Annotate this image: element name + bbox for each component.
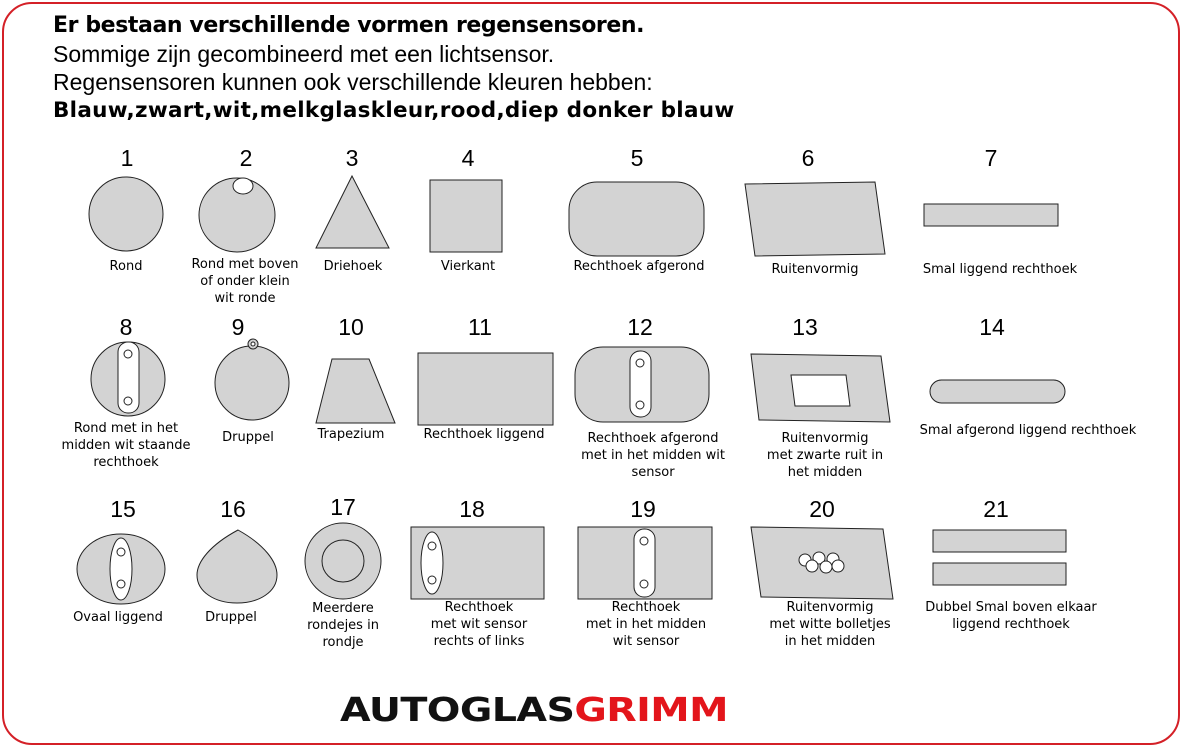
shape-number-1: 1 — [120, 145, 134, 171]
shape-caption-18: Rechthoek met wit sensor rechts of links — [430, 600, 528, 649]
heading-line-2: Sommige zijn gecombineerd met een lichts… — [53, 41, 555, 67]
heading-line-1: Er bestaan verschillende vormen regensen… — [53, 13, 645, 38]
shape-number-5: 5 — [630, 145, 644, 171]
shape-number-21: 21 — [983, 496, 1009, 522]
shape-caption-12: Rechthoek afgerond met in het midden wit… — [581, 431, 725, 480]
shape-caption-11: Rechthoek liggend — [423, 427, 545, 442]
shape-17-circle-in-circle — [304, 522, 382, 600]
shape-16-drop — [196, 529, 278, 604]
shape-19-rectangle-center-sensor — [577, 526, 713, 600]
autoglas-grimm-logo: AUTOGLASGRIMM — [340, 690, 729, 729]
shape-caption-20: Ruitenvormig met witte bolletjes in het … — [769, 600, 891, 649]
shape-caption-6: Ruitenvormig — [771, 262, 859, 277]
shape-caption-21: Dubbel Smal boven elkaar liggend rechtho… — [925, 600, 1097, 632]
shape-3-triangle — [315, 174, 390, 249]
shape-21-double-narrow-rectangles — [932, 529, 1067, 586]
logo-part-autoglas: AUTOGLAS — [340, 690, 575, 729]
shape-number-13: 13 — [792, 314, 818, 340]
shape-caption-8: Rond met in het midden wit staande recht… — [61, 421, 191, 470]
shape-number-2: 2 — [239, 145, 253, 171]
shape-number-4: 4 — [461, 145, 475, 171]
shape-number-19: 19 — [630, 496, 656, 522]
shape-number-9: 9 — [231, 314, 245, 340]
shape-caption-10: Trapezium — [317, 427, 385, 442]
logo-part-grimm: GRIMM — [574, 690, 728, 729]
shape-13-rhombus-with-inner — [750, 353, 891, 423]
shape-number-16: 16 — [220, 496, 246, 522]
shape-number-6: 6 — [801, 145, 815, 171]
shape-7-narrow-rectangle — [923, 203, 1059, 227]
shape-number-15: 15 — [110, 496, 136, 522]
shape-caption-5: Rechthoek afgerond — [573, 259, 705, 274]
shape-10-trapezium — [315, 358, 396, 424]
shape-6-rhombus — [744, 181, 886, 257]
shape-11-landscape-rectangle — [417, 352, 554, 426]
shape-number-11: 11 — [468, 314, 492, 340]
shape-caption-4: Vierkant — [440, 259, 496, 274]
shape-caption-7: Smal liggend rechthoek — [922, 262, 1078, 277]
shape-caption-19: Rechthoek met in het midden wit sensor — [585, 600, 707, 649]
shape-number-14: 14 — [979, 314, 1005, 340]
shape-caption-2: Rond met boven of onder klein wit ronde — [191, 257, 299, 306]
shape-caption-1: Rond — [109, 259, 143, 274]
shape-caption-3: Driehoek — [323, 259, 383, 274]
shape-number-12: 12 — [627, 314, 653, 340]
shape-caption-14: Smal afgerond liggend rechthoek — [919, 423, 1137, 438]
shape-caption-15: Ovaal liggend — [73, 610, 163, 625]
heading-line-4-colors: Blauw,zwart,wit,melkglaskleur,rood,diep … — [53, 98, 735, 123]
shape-caption-17: Meerdere rondejes in rondje — [307, 601, 379, 650]
shape-caption-9: Druppel — [222, 430, 274, 445]
shape-number-3: 3 — [345, 145, 359, 171]
shape-12-rounded-rect-with-sensor — [574, 346, 710, 423]
shape-number-17: 17 — [330, 494, 356, 520]
shape-number-10: 10 — [338, 314, 364, 340]
shape-8-round-with-strip — [90, 341, 166, 417]
shape-5-rounded-rectangle — [568, 181, 705, 257]
shape-number-8: 8 — [119, 314, 133, 340]
shape-caption-16: Druppel — [205, 610, 257, 625]
shape-18-rectangle-side-sensor — [410, 526, 545, 600]
shape-number-18: 18 — [459, 496, 485, 522]
shape-number-7: 7 — [984, 145, 998, 171]
shape-15-oval — [76, 533, 166, 605]
shape-14-narrow-rounded-rectangle — [929, 379, 1066, 404]
shape-2-round-with-dot — [198, 177, 276, 253]
shape-caption-13: Ruitenvormig met zwarte ruit in het midd… — [766, 431, 884, 480]
shape-9-drop — [214, 338, 290, 421]
shape-1-round — [88, 176, 164, 252]
shape-20-rhombus-with-dots — [750, 526, 894, 600]
heading-line-3: Regensensoren kunnen ook verschillende k… — [53, 69, 653, 95]
shape-4-square — [429, 179, 503, 253]
shape-number-20: 20 — [809, 496, 835, 522]
